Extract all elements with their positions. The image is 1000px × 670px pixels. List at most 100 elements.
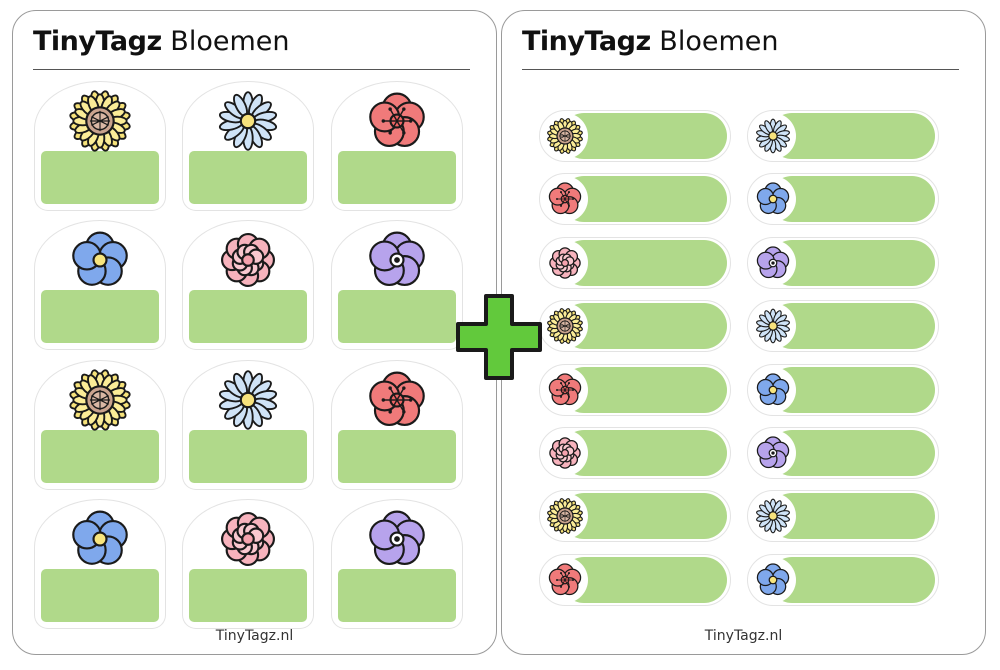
tag-label-area [338,151,456,204]
tag-label-area [769,493,935,540]
forget-me-not-icon [64,503,136,575]
tag-label-area [561,493,727,540]
icon-badge [750,176,796,223]
pink-flower-icon [544,432,586,474]
name-tag-small [539,490,731,543]
title-divider [33,69,470,70]
poppy-icon [361,364,433,436]
sheet-subtitle: Bloemen [659,26,779,57]
tag-label-area [338,430,456,483]
icon-badge [750,493,796,540]
tag-label-area [561,430,727,476]
sunflower-icon [544,495,586,537]
icon-badge [750,303,796,350]
name-tag-large [331,220,463,350]
pink-flower-icon [544,242,586,284]
tag-label-area [561,303,727,350]
name-tag-small [539,236,731,289]
icon-badge [542,493,588,540]
sunflower-icon [64,85,136,157]
violet-flower-icon [361,224,433,296]
icon-badge [750,556,796,603]
poppy-icon [361,85,433,157]
name-tag-large [182,360,314,490]
tag-label-area [769,556,935,603]
brand-name: TinyTagz [522,26,651,57]
sheet-title: TinyTagz Bloemen [522,25,778,59]
daisy-icon [752,115,794,157]
tag-label-area [561,556,727,603]
name-tag-small [747,300,939,353]
icon-badge [542,366,588,413]
title-divider [522,69,959,70]
name-tag-large [182,499,314,629]
brand-name: TinyTagz [33,26,162,57]
tag-label-area [189,569,307,622]
forget-me-not-icon [752,369,794,411]
name-tag-small [747,490,939,543]
name-tag-small [747,110,939,162]
daisy-icon [212,364,284,436]
tag-label-area [41,569,159,622]
violet-flower-icon [361,503,433,575]
name-tag-small [747,236,939,289]
poppy-icon [544,178,586,220]
tag-label-area [41,151,159,204]
name-tag-small [539,427,731,479]
poppy-icon [544,369,586,411]
name-tag-small [539,553,731,606]
tag-label-area [189,290,307,343]
sheet-footer: TinyTagz.nl [215,628,294,644]
icon-badge [750,430,796,476]
icon-badge [542,113,588,159]
sheet-subtitle: Bloemen [170,26,290,57]
tag-label-area [561,176,727,223]
icon-badge [542,176,588,223]
sunflower-icon [544,115,586,157]
tag-label-area [769,239,935,286]
daisy-icon [752,305,794,347]
daisy-icon [752,495,794,537]
tag-label-area [338,290,456,343]
sunflower-icon [544,305,586,347]
tag-label-area [769,366,935,413]
icon-badge [750,366,796,413]
forget-me-not-icon [752,559,794,601]
pink-flower-icon [212,503,284,575]
name-tag-large [182,81,314,211]
name-tag-small [747,173,939,226]
name-tag-large [34,360,166,490]
name-tag-large [331,499,463,629]
name-tag-large [34,81,166,211]
icon-badge [542,303,588,350]
violet-flower-icon [752,242,794,284]
name-tag-large [182,220,314,350]
name-tag-small [747,427,939,479]
tag-label-area [189,151,307,204]
tag-label-area [41,430,159,483]
tag-label-area [769,113,935,159]
sheet-title: TinyTagz Bloemen [33,25,289,59]
name-tag-small [747,553,939,606]
forget-me-not-icon [64,224,136,296]
tag-label-area [769,176,935,223]
sticker-sheet-small-tags: TinyTagz Bloemen TinyTagz.nl [501,10,986,655]
name-tag-large [331,81,463,211]
name-tag-large [331,360,463,490]
name-tag-large [34,499,166,629]
icon-badge [542,239,588,286]
poppy-icon [544,559,586,601]
tag-label-area [769,303,935,350]
icon-badge [750,113,796,159]
tag-label-area [561,113,727,159]
tag-label-area [41,290,159,343]
name-tag-small [539,110,731,162]
sheet-footer: TinyTagz.nl [704,628,783,644]
name-tag-small [539,300,731,353]
tag-label-area [561,239,727,286]
name-tag-small [539,173,731,226]
icon-badge [542,430,588,476]
plus-icon [456,294,542,380]
forget-me-not-icon [752,178,794,220]
name-tag-large [34,220,166,350]
